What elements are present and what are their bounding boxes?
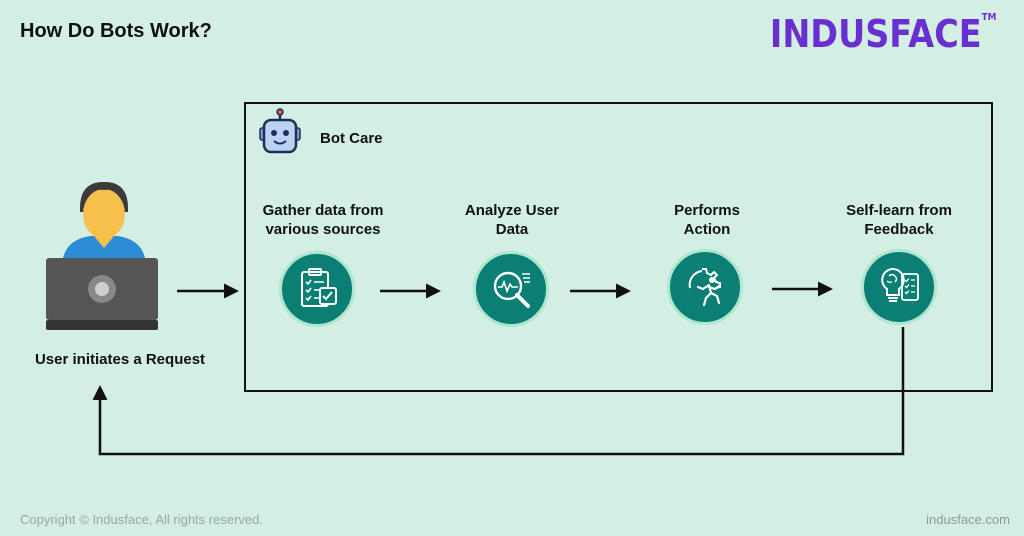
bot-care-container bbox=[244, 102, 993, 392]
magnifier-analysis-icon bbox=[493, 271, 530, 308]
brand-logo: INDUSFACETM bbox=[770, 12, 996, 56]
step-label-line1: Analyze User bbox=[464, 202, 560, 219]
gear-runner-icon bbox=[688, 268, 721, 307]
brand-name: INDUSFACE bbox=[769, 12, 982, 56]
step-circle-gather-data bbox=[279, 251, 355, 327]
bot-care-label: Bot Care bbox=[320, 130, 383, 147]
brain-bulb-icon bbox=[881, 267, 919, 302]
page-title: How Do Bots Work? bbox=[20, 20, 212, 42]
copyright-text: Copyright © Indusface, All rights reserv… bbox=[20, 512, 263, 527]
clipboard-checklist-icon bbox=[301, 268, 337, 307]
step-label-line2: Data bbox=[495, 221, 529, 238]
step-label-line1: Performs bbox=[674, 202, 740, 219]
step-label-line2: Feedback bbox=[864, 221, 934, 238]
trademark-mark: TM bbox=[981, 12, 996, 23]
step-circle-self-learn bbox=[861, 249, 937, 325]
step-label-line2: Action bbox=[683, 221, 731, 238]
user-laptop-icon bbox=[46, 182, 158, 330]
step-label-line2: various sources bbox=[265, 221, 381, 238]
step-label-performs-action: Performs Action bbox=[622, 201, 792, 239]
step-label-self-learn: Self-learn from Feedback bbox=[814, 201, 984, 239]
robot-icon bbox=[259, 108, 301, 154]
step-circle-analyze-data bbox=[473, 251, 549, 327]
step-label-line1: Self-learn from bbox=[846, 202, 952, 219]
step-label-gather-data: Gather data from various sources bbox=[238, 201, 408, 239]
user-label: User initiates a Request bbox=[34, 351, 206, 368]
site-url: indusface.com bbox=[926, 512, 1010, 527]
step-circle-performs-action bbox=[667, 249, 743, 325]
step-label-analyze-data: Analyze User Data bbox=[427, 201, 597, 239]
step-label-line1: Gather data from bbox=[262, 202, 384, 219]
